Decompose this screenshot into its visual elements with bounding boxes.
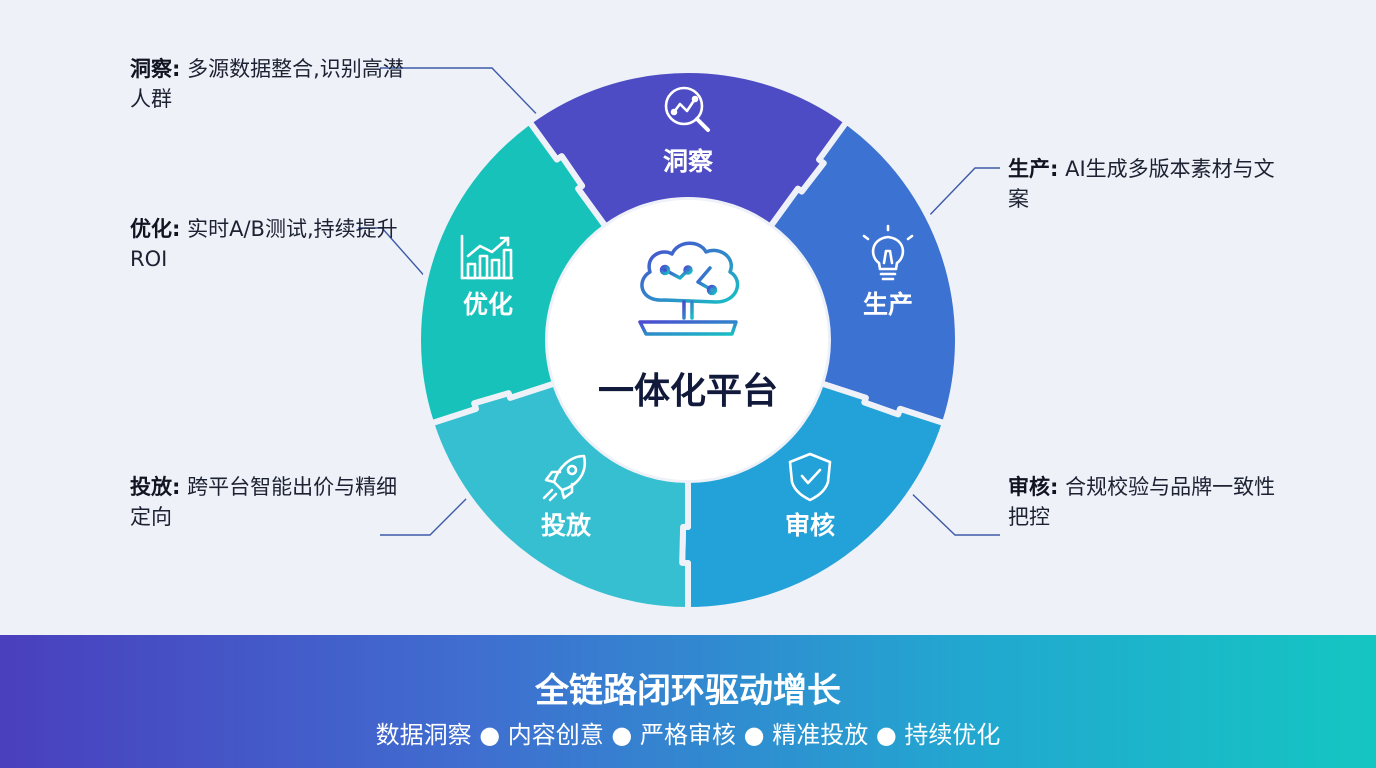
bar-chart-growth-icon [460,234,514,280]
connector-optimize [358,227,429,281]
annotation-optimize-text: 实时A/B测试,持续提升ROI [130,217,398,271]
annotation-produce-text: AI生成多版本素材与文案 [1008,157,1275,211]
annotation-optimize: 优化: 实时A/B测试,持续提升ROI [130,214,410,274]
segment-label-review: 审核 [785,511,835,540]
connector-deploy [380,484,481,536]
annotation-deploy-text: 跨平台智能出价与精细定向 [130,475,398,529]
annotation-review-text: 合规校验与品牌一致性把控 [1008,475,1276,529]
lightbulb-icon [862,224,914,281]
magnifier-analytics-icon [664,86,710,132]
rocket-icon [542,454,587,502]
annotation-review-title: 审核: [1008,475,1059,499]
annotation-optimize-title: 优化: [130,217,181,241]
segment-label-insight: 洞察 [663,147,714,176]
center-title: 一体化平台 [598,371,778,412]
annotation-produce: 生产: AI生成多版本素材与文案 [1008,154,1288,214]
bottom-banner: 全链路闭环驱动增长 数据洞察 ● 内容创意 ● 严格审核 ● 精准投放 ● 持续… [0,635,1376,768]
annotation-insight-text: 多源数据整合,识别高潜人群 [130,57,404,111]
annotation-insight: 洞察: 多源数据整合,识别高潜人群 [130,54,410,114]
annotation-insight-title: 洞察: [130,57,181,81]
shield-check-icon [788,452,832,502]
banner-subtitle: 数据洞察 ● 内容创意 ● 严格审核 ● 精准投放 ● 持续优化 [375,721,1001,749]
connector-produce [924,167,1000,221]
connector-review [904,486,1000,536]
segment-label-produce: 生产 [863,290,913,319]
segment-label-deploy: 投放 [541,511,592,540]
annotation-review: 审核: 合规校验与品牌一致性把控 [1008,472,1288,532]
segment-label-optimize: 优化 [463,290,513,319]
connector-lines [358,67,1000,536]
brain-on-tray-icon [638,241,740,342]
cycle-diagram: 一体化平台 [358,67,1000,610]
annotation-deploy: 投放: 跨平台智能出价与精细定向 [130,472,410,532]
annotation-produce-title: 生产: [1008,157,1059,181]
banner-title: 全链路闭环驱动增长 [535,671,841,711]
annotation-deploy-title: 投放: [130,475,181,499]
connector-insight [380,67,551,129]
